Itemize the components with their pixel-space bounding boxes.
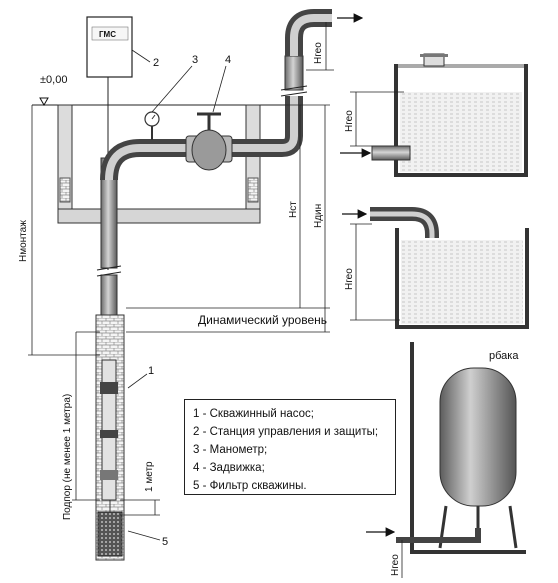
zero-level-label: ±0,00 — [40, 74, 67, 86]
upper-tank — [340, 53, 528, 177]
h-geo-label-tank3: Нгео — [390, 554, 401, 576]
zero-level-mark: ±0,00 — [39, 74, 67, 107]
submergence-label: Подпор (не менее 1 метра) — [62, 394, 73, 520]
h-geo-label-tank1: Нгео — [344, 110, 355, 132]
legend: 1 - Скважинный насос; 2 - Станция управл… — [184, 399, 396, 495]
h-st-label: Нст — [288, 201, 299, 218]
h-din-label: Ндин — [313, 204, 324, 228]
manometer — [144, 111, 160, 140]
callout-4: 4 — [225, 54, 231, 66]
pressure-tank — [366, 342, 526, 578]
pit — [32, 104, 286, 224]
borehole — [95, 314, 125, 561]
gate-valve — [185, 112, 233, 171]
control-station: ГМС — [86, 16, 133, 270]
station-logo: ГМС — [99, 30, 116, 39]
h-geo-label-tank2: Нгео — [344, 268, 355, 290]
riser-pipe — [96, 157, 122, 316]
discharge-line — [100, 9, 364, 181]
legend-item: 4 - Задвижка; — [193, 462, 265, 474]
callout-2: 2 — [153, 57, 159, 69]
h-geo-label-top: Нгео — [313, 42, 324, 64]
callout-3: 3 — [192, 54, 198, 66]
callout-5: 5 — [162, 536, 168, 548]
legend-item: 2 - Станция управления и защиты; — [193, 426, 379, 438]
dynamic-level-label: Динамический уровень — [198, 313, 328, 327]
one-meter-label: 1 метр — [144, 461, 155, 492]
callout-1: 1 — [148, 365, 154, 377]
legend-item: 5 - Фильтр скважины. — [193, 480, 307, 492]
callout-leaders — [127, 49, 227, 541]
h-mount-label: Нмонтаж — [18, 220, 29, 262]
legend-item: 1 - Скважинный насос; — [193, 408, 314, 420]
dimension-lines — [28, 22, 334, 516]
p-tank-label: рбака — [489, 350, 519, 362]
legend-item: 3 - Манометр; — [193, 444, 268, 456]
lower-tank — [342, 207, 529, 329]
